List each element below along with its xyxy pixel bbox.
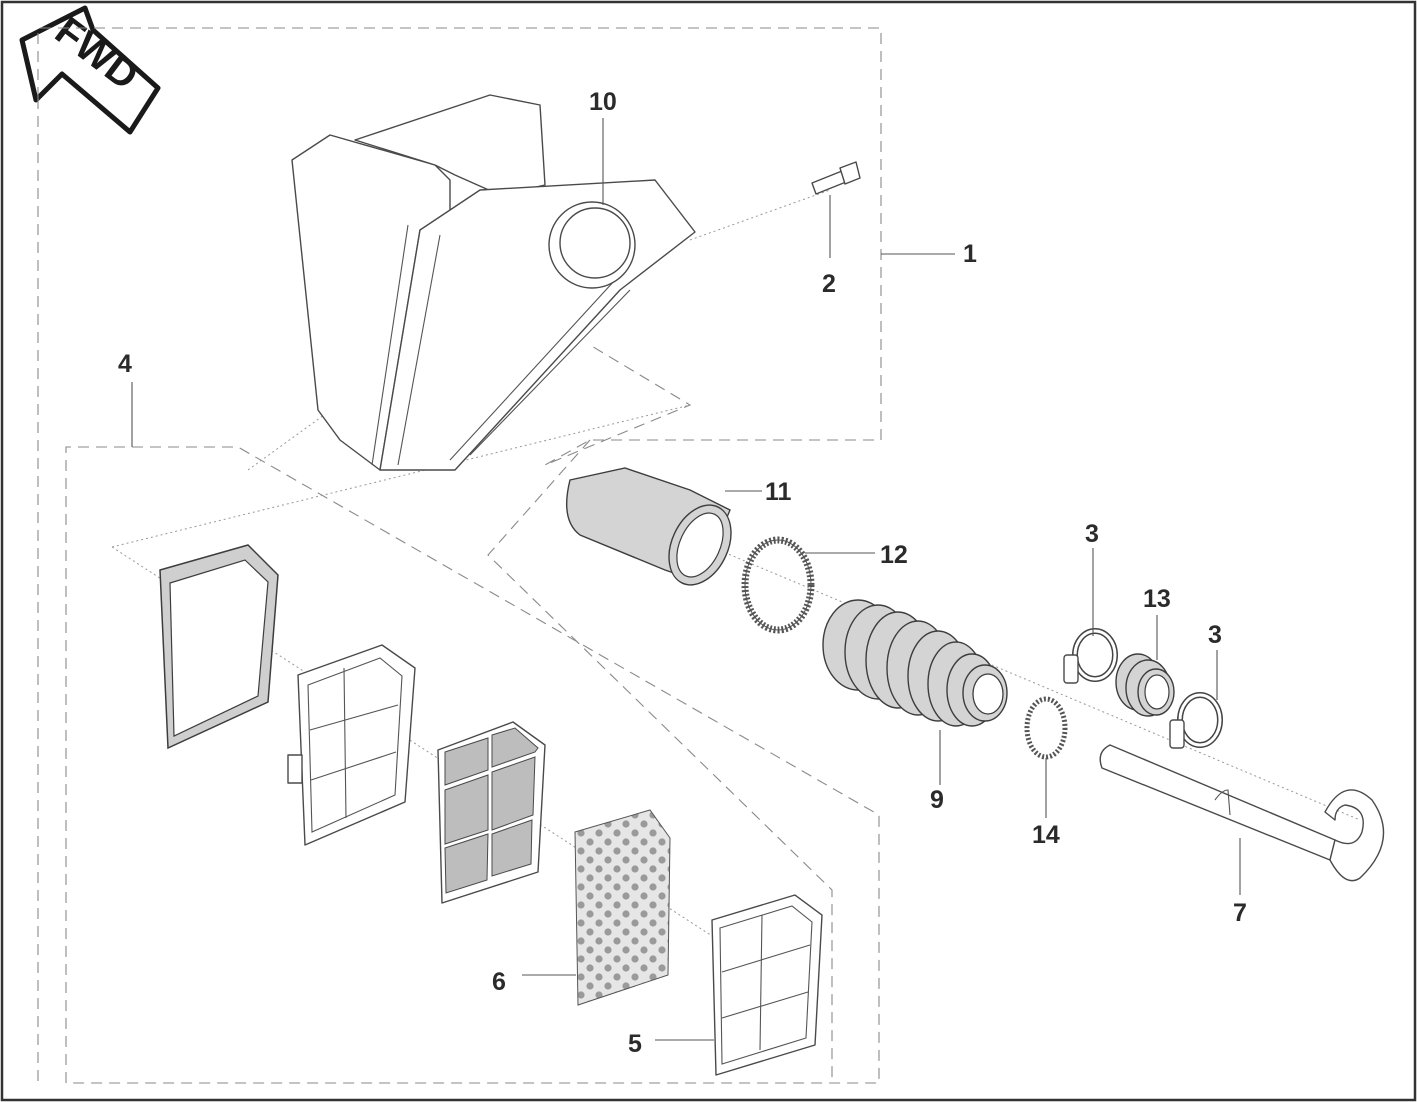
hose-clamp-a <box>1063 628 1118 684</box>
intake-funnel <box>566 467 732 586</box>
filter-mesh-panel <box>437 721 546 904</box>
hose-clamp-b <box>1169 692 1223 749</box>
filter-grid-frame-lower <box>711 894 823 1076</box>
callout-12: 12 <box>880 541 908 569</box>
callout-7: 7 <box>1233 899 1247 927</box>
callout-2: 2 <box>822 270 836 298</box>
callout-6: 6 <box>492 968 506 996</box>
breather-tube <box>1099 744 1385 882</box>
filter-foam-element <box>574 809 671 1006</box>
clamp-ring-14 <box>1024 696 1068 760</box>
coupler <box>1115 653 1175 717</box>
callout-14: 14 <box>1032 821 1060 849</box>
screw <box>811 161 861 195</box>
callout-1: 1 <box>963 240 977 268</box>
callout-11: 11 <box>765 478 792 506</box>
forward-arrow-icon: FWD <box>19 5 161 135</box>
callout-10: 10 <box>589 88 617 116</box>
leader-lines <box>131 118 1241 1041</box>
callout-5: 5 <box>628 1030 642 1058</box>
callout-13: 13 <box>1143 585 1171 613</box>
airbox-housing <box>291 94 696 471</box>
assembly-1-lower-outline <box>487 439 833 1083</box>
callout-3-upper: 3 <box>1085 520 1099 548</box>
bellows-boot <box>822 599 1008 727</box>
filter-gasket-frame <box>159 544 279 750</box>
assembly-4-outline <box>65 446 880 1084</box>
callout-4: 4 <box>118 350 132 378</box>
filter-grid-frame-upper <box>287 644 416 846</box>
callout-3-lower: 3 <box>1208 621 1222 649</box>
alignment-lines <box>111 189 1361 981</box>
clamp-ring-12 <box>741 536 815 634</box>
callout-9: 9 <box>930 786 944 814</box>
